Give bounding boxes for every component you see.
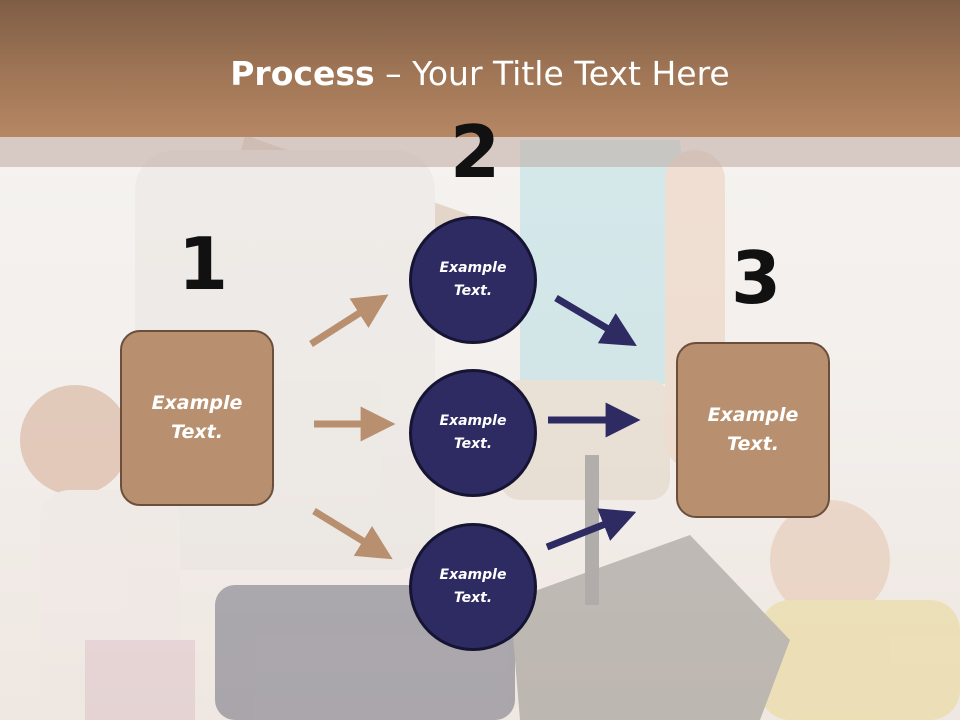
step-1-box: Example Text. bbox=[120, 330, 274, 506]
step-3-number: 3 bbox=[731, 236, 782, 320]
arrow-right-icon bbox=[309, 294, 389, 347]
title-bold: Process bbox=[230, 54, 375, 93]
step-2-number: 2 bbox=[450, 110, 501, 194]
slide-title: Process – Your Title Text Here bbox=[0, 54, 960, 93]
step-2-circle-1: Example Text. bbox=[409, 216, 537, 344]
step-2-circle-2: Example Text. bbox=[409, 369, 537, 497]
step-2-circle-3-text: Example Text. bbox=[439, 567, 507, 606]
step-2-circle-2-text: Example Text. bbox=[439, 413, 507, 452]
step-1-number: 1 bbox=[178, 222, 229, 306]
step-2-circle-1-text: Example Text. bbox=[439, 260, 507, 299]
arrow-right-icon bbox=[545, 508, 637, 551]
step-1-text: Example Text. bbox=[151, 392, 243, 443]
title-rest: – Your Title Text Here bbox=[374, 54, 730, 93]
arrow-right-icon bbox=[554, 294, 637, 347]
arrow-right-icon bbox=[312, 508, 393, 560]
title-band bbox=[0, 137, 960, 167]
step-3-box: Example Text. bbox=[676, 342, 830, 518]
step-3-text: Example Text. bbox=[707, 404, 799, 455]
title-bar bbox=[0, 0, 960, 137]
step-2-circle-3: Example Text. bbox=[409, 523, 537, 651]
